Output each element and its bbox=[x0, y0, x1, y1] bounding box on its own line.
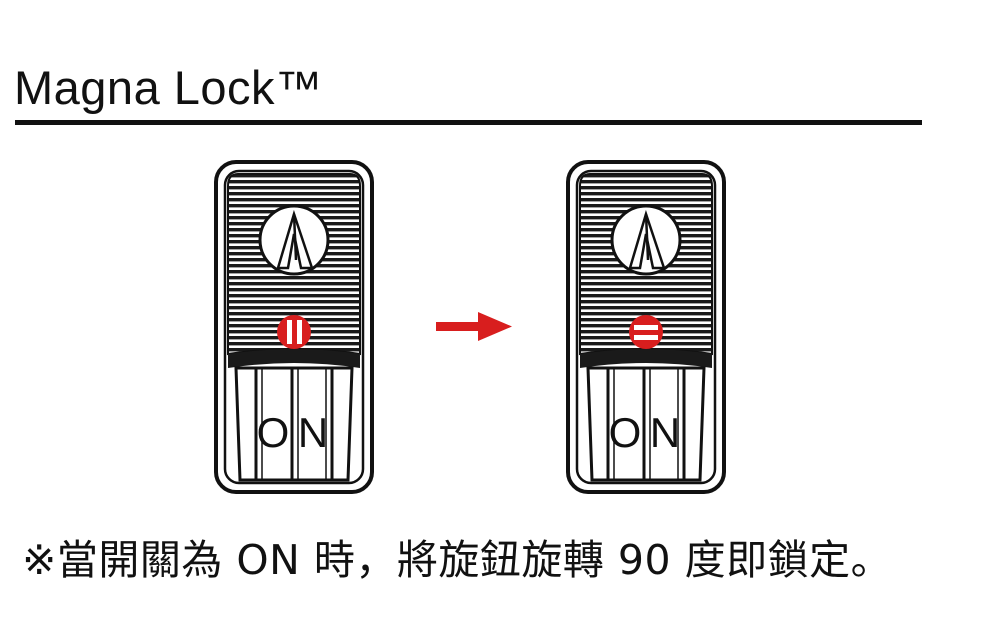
switch-label-n: N bbox=[650, 409, 680, 456]
brand-logo-icon bbox=[610, 204, 682, 276]
switch-unlocked: O N bbox=[214, 160, 374, 494]
page-title: Magna Lock™ bbox=[14, 61, 323, 114]
instruction-note: ※當開關為 ON 時，將旋鈕旋轉 90 度即鎖定。 bbox=[22, 536, 893, 584]
title-divider bbox=[15, 120, 922, 125]
lock-knob-unlocked bbox=[277, 315, 311, 349]
switch-locked: O N bbox=[566, 160, 726, 494]
switch-label-o: O bbox=[257, 409, 290, 456]
lock-knob-locked bbox=[629, 315, 663, 349]
switch-label-o: O bbox=[609, 409, 642, 456]
right-arrow-icon bbox=[436, 312, 512, 341]
brand-logo-icon bbox=[258, 204, 330, 276]
switch-label-n: N bbox=[298, 409, 328, 456]
